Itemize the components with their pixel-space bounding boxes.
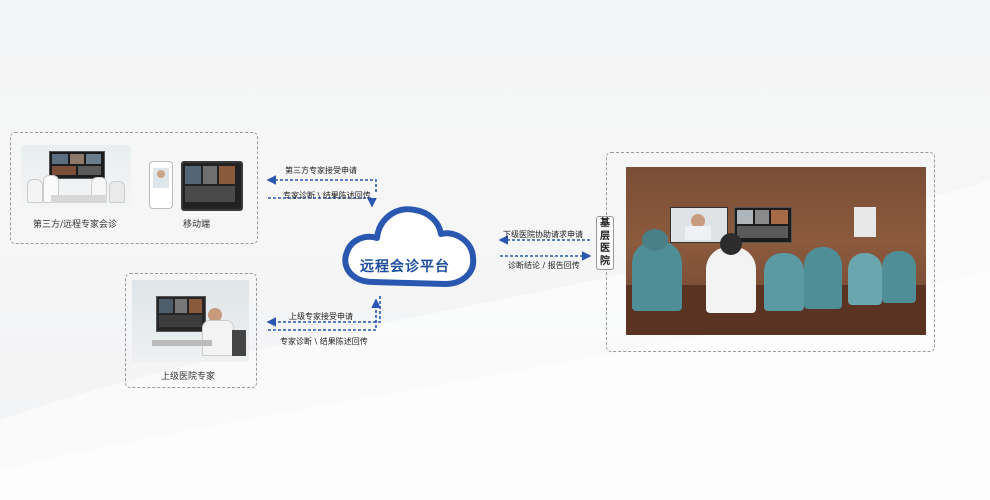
remote-consultation-photo xyxy=(21,145,131,209)
local-hospital-panel xyxy=(606,152,935,352)
third-party-caption: 第三方/远程专家会诊 xyxy=(33,220,118,230)
upper-hospital-caption: 上级医院专家 xyxy=(161,372,216,382)
mobile-caption: 移动端 xyxy=(183,220,211,230)
upper-hospital-expert-panel xyxy=(125,273,257,388)
flow-label-local-request: 下级医院协助请求申请 xyxy=(503,230,583,239)
third-party-expert-panel xyxy=(10,132,258,244)
local-hospital-meeting-photo xyxy=(626,167,926,335)
flow-label-third-party-return: 专家诊断 \ 结果陈述回传 xyxy=(283,191,371,200)
flow-label-third-party-request: 第三方专家接受申请 xyxy=(285,166,357,175)
platform-cloud-icon xyxy=(342,206,477,287)
flow-label-upper-return: 专家诊断 \ 结果陈述回传 xyxy=(280,337,368,346)
flow-label-upper-request: 上级专家接受申请 xyxy=(289,312,353,321)
flow-label-local-return: 诊断结论 / 报告回传 xyxy=(508,261,580,270)
tablet-image xyxy=(181,161,243,211)
local-hospital-tag: 基 层 医 院 xyxy=(596,216,614,270)
upper-hospital-expert-photo xyxy=(132,280,249,362)
platform-title: 远程会诊平台 xyxy=(360,259,450,275)
mobile-phone-image xyxy=(149,161,173,209)
